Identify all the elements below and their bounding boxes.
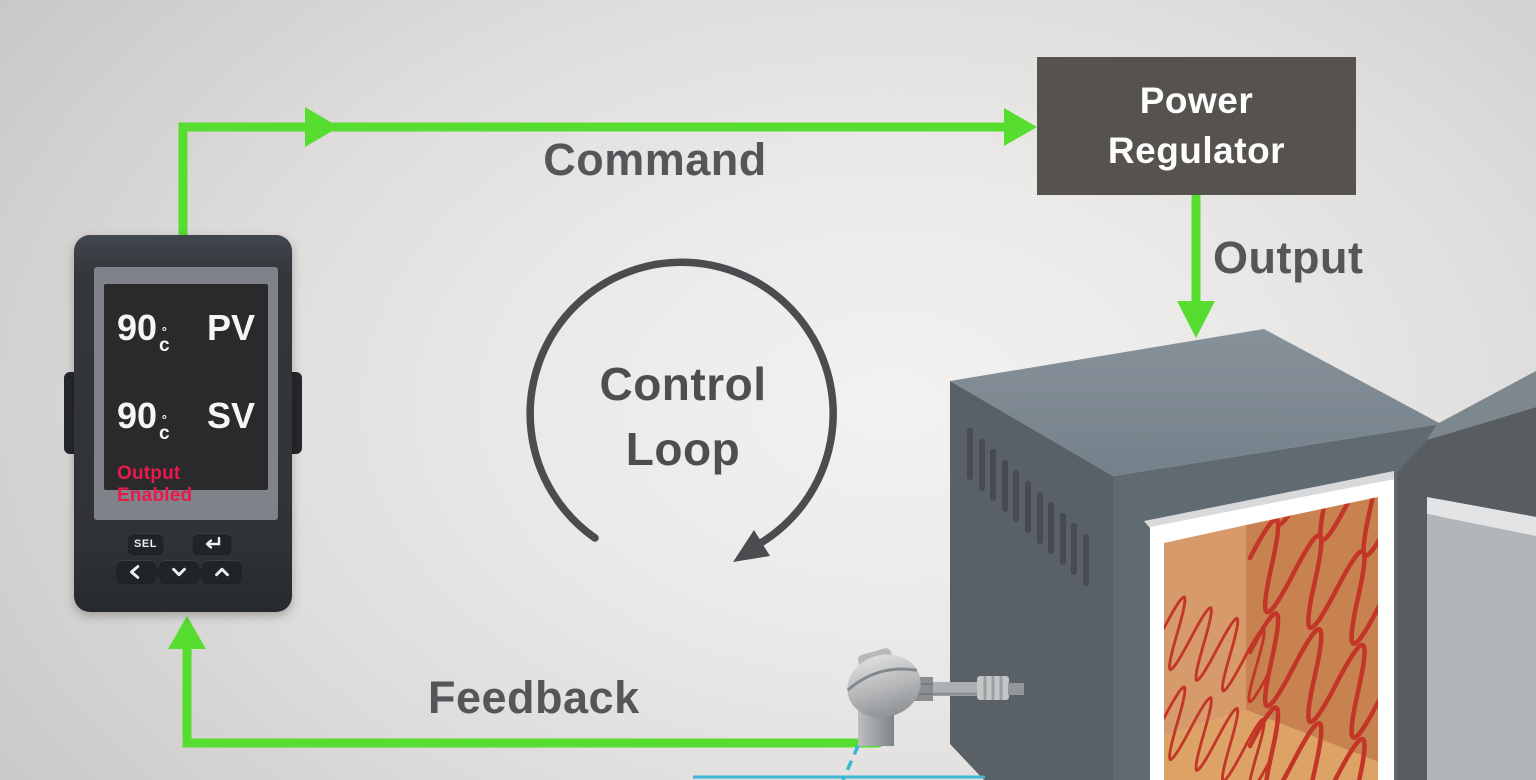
left-button: [116, 560, 156, 584]
feedback-arrowhead: [168, 616, 206, 649]
power-regulator-line2: Regulator: [1107, 130, 1286, 171]
pv-label: PV: [206, 307, 255, 348]
thermocouple-sensor: [846, 648, 1024, 746]
command-label: Command: [543, 134, 767, 185]
output-label: Output: [1213, 232, 1364, 283]
control-loop-label-line1: Control: [599, 358, 767, 410]
power-regulator-line1: Power: [1139, 80, 1254, 122]
enter-arrow-icon: [205, 536, 221, 549]
output-connector: [1177, 195, 1215, 338]
chevron-down-icon: [172, 567, 186, 577]
sel-button: SEL: [128, 533, 163, 554]
set-value-row: 90 ° c SV: [117, 398, 255, 446]
interior-floor: [1164, 710, 1378, 780]
up-button: [202, 560, 242, 584]
degree-celsius-unit: ° c: [159, 412, 170, 444]
control-loop-arrow: [526, 258, 837, 562]
furnace-illustration: [950, 329, 1536, 780]
sensor-lead-lines: [693, 713, 985, 780]
furnace-top-face: [950, 329, 1441, 476]
output-status-text: Output Enabled: [117, 463, 193, 506]
process-value: 90 ° c: [117, 307, 170, 356]
door-highlight-edge: [1427, 497, 1536, 536]
navigation-buttons: [116, 560, 242, 584]
control-loop-label-line2: Loop: [625, 423, 741, 476]
command-arrowhead-mid: [305, 107, 339, 147]
degree-celsius-unit: ° c: [159, 324, 170, 356]
interior-near-wall: [1164, 525, 1246, 736]
controller-bezel: 90 ° c PV 90 ° c: [94, 267, 278, 520]
power-regulator-node: Power Regulator: [1037, 57, 1356, 195]
door-top-face: [1427, 371, 1536, 440]
frame-lip: [1144, 471, 1394, 528]
feedback-connector: [168, 616, 884, 748]
output-arrowhead: [1177, 301, 1215, 338]
down-button: [159, 560, 199, 584]
sv-label: SV: [206, 395, 255, 436]
temperature-controller: 90 ° c PV 90 ° c: [74, 235, 292, 612]
controller-screen: 90 ° c PV 90 ° c: [104, 284, 268, 506]
chevron-up-icon: [215, 567, 229, 577]
feedback-label: Feedback: [428, 672, 640, 723]
door-dark-edge: [1397, 407, 1536, 780]
loop-arrowhead: [733, 530, 770, 562]
command-connector: [178, 107, 1037, 240]
door-face: [1427, 514, 1536, 780]
furnace-open-door: [1397, 371, 1536, 780]
chevron-left-icon: [130, 565, 140, 579]
control-loop-label: Control Loop: [533, 352, 833, 483]
command-arrowhead-end: [1004, 108, 1037, 146]
furnace-interior: [1164, 497, 1378, 780]
process-value-row: 90 ° c PV: [117, 310, 255, 358]
sensor-head: [846, 648, 921, 718]
enter-button: [193, 533, 231, 554]
set-value: 90 ° c: [117, 395, 170, 444]
